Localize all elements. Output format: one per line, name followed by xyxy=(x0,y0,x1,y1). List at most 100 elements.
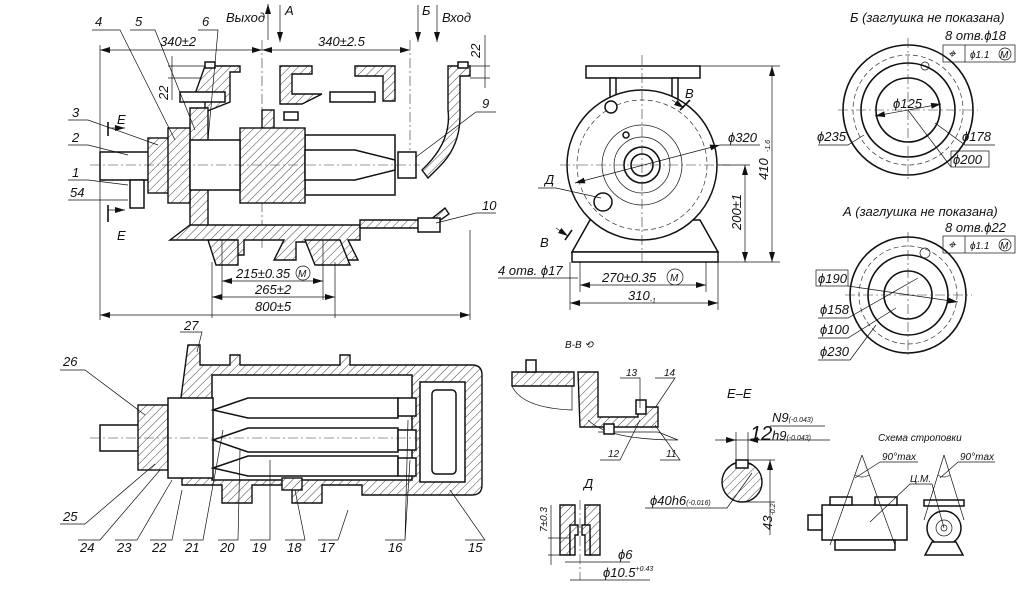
section-bb-title: В-В ⟲ xyxy=(565,340,594,351)
part-26: 26 xyxy=(62,354,78,369)
dim-height: 410 xyxy=(756,158,771,180)
rotor-sleeve xyxy=(239,127,306,204)
view-b-bore: ϕ125 xyxy=(893,96,923,111)
inlet-flange-left xyxy=(354,65,396,102)
view-a-holes: 8 отв.ϕ22 xyxy=(945,220,1007,235)
dim-small: ϕ6 xyxy=(618,547,633,562)
outlet-flange-left xyxy=(194,65,241,114)
part-11: 11 xyxy=(666,449,676,460)
tolerance-value: ϕ1.1 xyxy=(970,241,989,252)
drive-shaft xyxy=(99,151,151,181)
key-fit-bottom: h9(-0.043) xyxy=(772,428,811,443)
shaft-diameter: ϕ40h6(-0.016) xyxy=(650,493,711,508)
part-6: 6 xyxy=(202,14,210,29)
outlet-flange-right xyxy=(279,65,323,105)
outlet-label: Выход xyxy=(226,10,265,25)
section-bb: В-В ⟲ 13 14 12 11 xyxy=(511,340,681,461)
slinging-diagram: Схема строповки 90°max 90°max Ц.М. xyxy=(807,433,995,556)
part-10: 10 xyxy=(482,198,497,213)
section-ee-title: Е–Е xyxy=(727,386,752,401)
dim-feet-holes-mod: M xyxy=(298,269,307,280)
part-callouts-section: 27 26 25 24 23 22 21 20 19 18 17 16 15 xyxy=(60,318,486,555)
longitudinal-section-view: 27 26 25 24 23 22 21 20 19 18 17 16 15 xyxy=(60,318,486,555)
front-view: ϕ320 410 -1.6 200±1 270±0.35 M 310-1 4 о… xyxy=(498,55,780,310)
seal-housing xyxy=(147,137,171,194)
dim-hole-spacing: 270±0.35 xyxy=(601,270,657,285)
part-16: 16 xyxy=(388,540,403,555)
bolt xyxy=(283,111,299,121)
part-23: 23 xyxy=(116,540,132,555)
part-17: 17 xyxy=(320,540,335,555)
view-b-title: Б (заглушка не показана) xyxy=(850,10,1005,25)
section-b-bottom: В xyxy=(540,235,549,250)
position-tolerance-frame xyxy=(942,235,1016,254)
detail-d-plug xyxy=(593,192,613,212)
key-depth: 43-0.2 xyxy=(760,503,777,530)
angle-2: 90°max xyxy=(960,452,995,463)
view-a-label: А xyxy=(284,3,294,18)
part-21: 21 xyxy=(184,540,199,555)
part-20: 20 xyxy=(219,540,235,555)
part-2: 2 xyxy=(71,130,80,145)
dim-width: 310-1 xyxy=(628,288,656,305)
inlet-flange-right xyxy=(421,65,471,180)
view-b-label: Б xyxy=(422,3,431,18)
key-width: 12 xyxy=(750,423,772,445)
view-a-bolt-circle: ϕ190 xyxy=(818,271,848,286)
part-14: 14 xyxy=(664,368,676,379)
main-longitudinal-view: 340±2 340±2.5 Выход А Б Вход 22 22 xyxy=(68,3,497,320)
dim-axis-height: 200±1 xyxy=(729,194,744,231)
bearing-cover xyxy=(167,127,191,204)
bolt xyxy=(329,91,376,103)
dim-casing-diameter: ϕ320 xyxy=(728,130,758,145)
view-b-face: ϕ178 xyxy=(962,129,992,144)
dim-height-tol: -1.6 xyxy=(765,140,772,152)
part-4: 4 xyxy=(95,14,102,29)
dim-outlet: 340±2 xyxy=(160,34,197,49)
detail-d-title: Д xyxy=(582,476,593,491)
dim-depth: 7±0.3 xyxy=(539,507,550,532)
part-54: 54 xyxy=(70,185,84,200)
outlet-flange xyxy=(585,65,701,79)
part-callouts-main: 4 5 6 3 2 1 54 9 10 xyxy=(68,14,497,224)
detail-d-label: Д xyxy=(543,172,554,187)
foot-left xyxy=(207,239,239,266)
dim-large: ϕ10.5+0.43 xyxy=(603,565,653,580)
dim-feet-holes: 215±0.35 xyxy=(235,266,291,281)
inlet-label: Вход xyxy=(442,10,471,25)
view-a-bore: ϕ100 xyxy=(820,322,850,337)
dim-flange-right: 22 xyxy=(468,43,483,59)
dim-feet: 265±2 xyxy=(254,282,292,297)
screw-rotor-upper xyxy=(210,397,399,419)
screw-rotor-lower xyxy=(210,455,399,477)
part-19: 19 xyxy=(252,540,266,555)
seal-cover xyxy=(137,404,169,471)
dim-hole-spacing-mod: M xyxy=(670,273,679,284)
part-15: 15 xyxy=(468,540,483,555)
part-1: 1 xyxy=(72,165,79,180)
base-plate xyxy=(571,251,719,263)
bearing xyxy=(189,139,241,191)
detail-d: Д 7±0.3 ϕ6 ϕ10.5+0.43 xyxy=(539,476,653,581)
view-a-flange: А (заглушка не показана) 8 отв.ϕ22 ⌖ ϕ1.… xyxy=(815,204,1016,361)
part-25: 25 xyxy=(62,509,78,524)
angle-1: 90°max xyxy=(882,452,917,463)
view-a-title: А (заглушка не показана) xyxy=(842,204,998,219)
plug xyxy=(129,179,145,209)
section-e-bottom: Е xyxy=(117,228,126,243)
center-mass-label: Ц.М. xyxy=(910,474,931,485)
part-9: 9 xyxy=(482,96,489,111)
bolt xyxy=(179,91,226,103)
position-tolerance-frame xyxy=(942,44,1016,63)
part-13: 13 xyxy=(626,368,638,379)
part-12: 12 xyxy=(608,449,620,460)
view-a-outer: ϕ230 xyxy=(820,344,850,359)
view-b-outer: ϕ235 xyxy=(817,129,847,144)
part-3: 3 xyxy=(72,105,80,120)
view-b-flange: Б (заглушка не показана) 8 отв.ϕ18 ⌖ ϕ1.… xyxy=(817,10,1016,180)
view-a-face: ϕ158 xyxy=(820,302,850,317)
position-tolerance-icon: ⌖ xyxy=(948,237,957,252)
part-18: 18 xyxy=(287,540,302,555)
section-e-top: Е xyxy=(117,112,126,127)
